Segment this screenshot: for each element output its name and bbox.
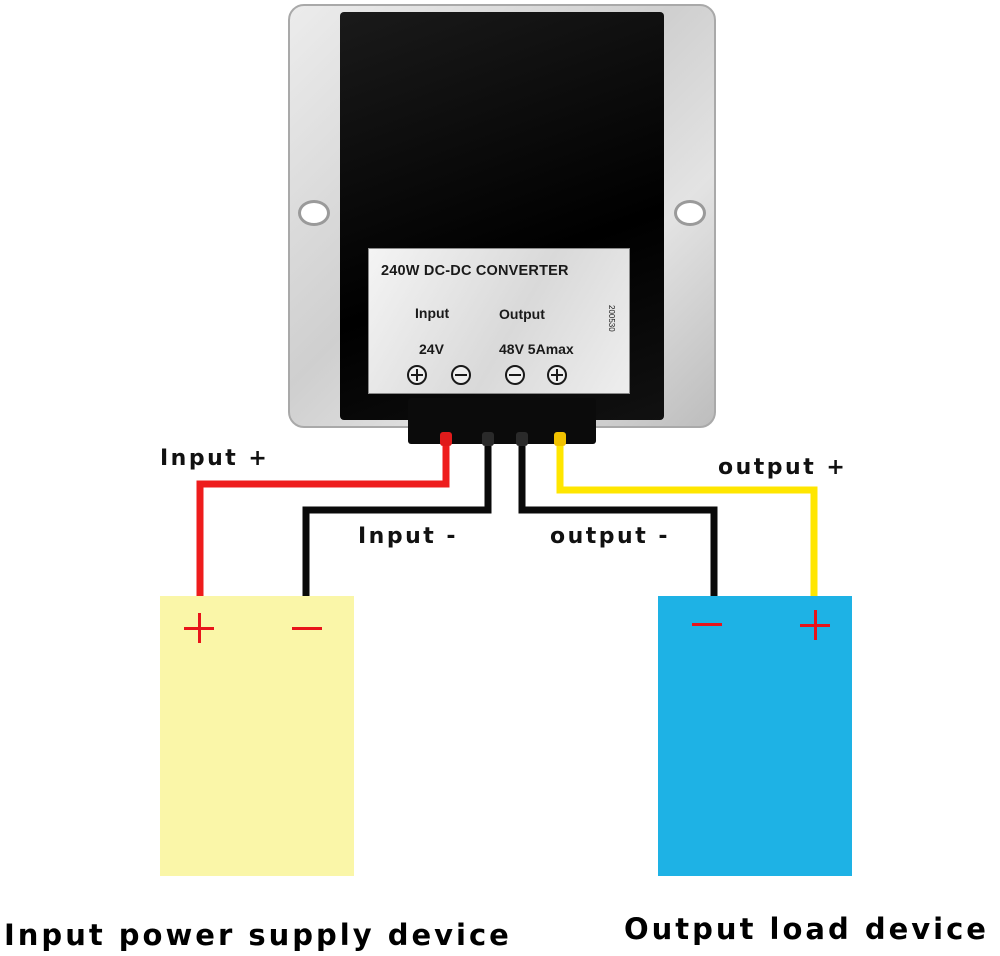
pin-input-plus — [440, 432, 452, 446]
output-heading: Output — [499, 306, 545, 322]
output-minus-label: output - — [550, 524, 671, 549]
input-plus-label: Input + — [160, 446, 270, 471]
input-voltage: 24V — [419, 341, 444, 357]
serial-code: 200530 — [607, 305, 616, 332]
output-plus-symbol — [547, 365, 567, 385]
converter-title: 240W DC-DC CONVERTER — [381, 263, 569, 279]
pin-output-minus — [516, 432, 528, 446]
input-power-supply-box — [160, 596, 354, 876]
converter-label-plate: 240W DC-DC CONVERTER Input Output 24V 48… — [368, 248, 630, 394]
mounting-hole-left — [298, 200, 330, 226]
output-load-box — [658, 596, 852, 876]
output-negative-wire — [518, 446, 718, 600]
input-plus-symbol — [407, 365, 427, 385]
output-minus-symbol — [505, 365, 525, 385]
input-heading: Input — [415, 305, 450, 321]
input-minus-label: Input - — [358, 524, 459, 549]
input-device-label: Input power supply device — [4, 918, 512, 952]
input-negative-wire — [302, 446, 492, 600]
terminal-connector — [408, 398, 596, 446]
output-rating: 48V 5Amax — [499, 341, 574, 357]
mounting-hole-right — [674, 200, 706, 226]
pin-input-minus — [482, 432, 494, 446]
output-device-label: Output load device — [624, 912, 989, 946]
input-positive-wire — [196, 446, 450, 600]
output-positive-wire — [556, 446, 818, 600]
pin-output-plus — [554, 432, 566, 446]
input-minus-symbol — [451, 365, 471, 385]
output-plus-label: output + — [718, 455, 848, 480]
